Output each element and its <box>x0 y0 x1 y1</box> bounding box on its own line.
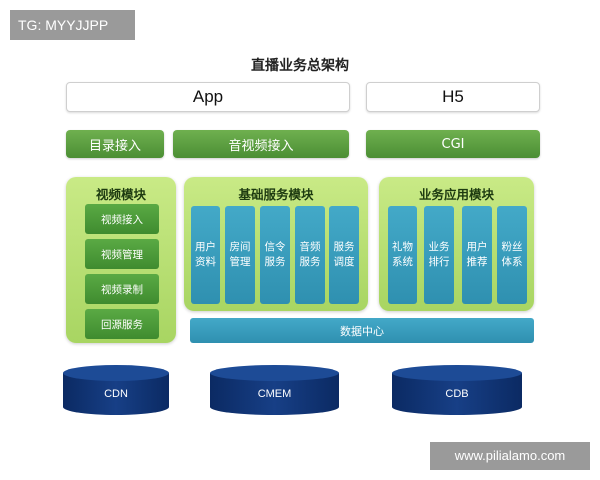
app-module-column: 粉丝 体系 <box>497 206 527 304</box>
cgi-access-bar: CGI <box>366 130 540 158</box>
app-module-column: 业务 排行 <box>424 206 454 304</box>
column-line: 系统 <box>392 256 413 268</box>
storage-label: CMEM <box>257 388 292 400</box>
app-module-column: 用户 推荐 <box>462 206 492 304</box>
cylinder-shape <box>63 365 169 415</box>
column-line: 礼物 <box>392 241 413 253</box>
cylinder-shape <box>392 365 522 415</box>
column-line: 服务 <box>299 256 321 268</box>
video-module-item: 回源服务 <box>85 309 159 339</box>
column-line: 排行 <box>428 256 450 268</box>
column-line: 服务 <box>333 241 355 253</box>
cdb-cylinder: CDB <box>391 364 523 416</box>
column-line: 体系 <box>501 256 523 268</box>
base-service-column: 音频 服务 <box>295 206 325 304</box>
column-line: 粉丝 <box>501 241 523 253</box>
column-line: 管理 <box>229 256 251 268</box>
storage-label: CDB <box>445 388 469 400</box>
app-box: App <box>66 82 350 112</box>
column-line: 用户 <box>466 241 488 253</box>
video-module-item: 视频接入 <box>85 204 159 234</box>
video-module-item: 视频录制 <box>85 274 159 304</box>
cylinder-shape <box>210 365 339 415</box>
video-module-item: 视频管理 <box>85 239 159 269</box>
base-service-column: 房间 管理 <box>225 206 255 304</box>
column-line: 调度 <box>333 256 355 268</box>
column-line: 资料 <box>195 256 216 268</box>
base-service-module: 基础服务模块 用户 资料 房间 管理 信令 服务 音频 服务 服务 调度 <box>184 177 368 311</box>
column-line: 用户 <box>195 241 216 253</box>
base-module-title: 基础服务模块 <box>238 187 314 202</box>
column-line: 音频 <box>299 241 321 253</box>
base-service-column: 服务 调度 <box>329 206 359 304</box>
app-module-title: 业务应用模块 <box>418 187 494 202</box>
column-line: 业务 <box>428 241 450 253</box>
column-line: 推荐 <box>466 256 488 268</box>
h5-box: H5 <box>366 82 540 112</box>
video-module-title: 视频模块 <box>95 187 146 202</box>
watermark-bottom-right: www.pilialamo.com <box>430 442 590 470</box>
watermark-top-left: TG: MYYJJPP <box>10 10 135 40</box>
column-line: 服务 <box>264 256 286 268</box>
cdn-cylinder: CDN <box>62 364 170 416</box>
av-access-bar: 音视频接入 <box>173 130 349 158</box>
column-line: 信令 <box>264 241 286 253</box>
base-service-column: 用户 资料 <box>191 206 220 304</box>
diagram-title: 直播业务总架构 <box>251 58 349 74</box>
base-service-column: 信令 服务 <box>260 206 290 304</box>
catalog-access-bar: 目录接入 <box>66 130 164 158</box>
video-module: 视频模块 视频接入 视频管理 视频录制 回源服务 <box>66 177 176 343</box>
app-module-column: 礼物 系统 <box>388 206 417 304</box>
storage-label: CDN <box>104 388 128 400</box>
data-center-bar: 数据中心 <box>190 318 534 343</box>
cmem-cylinder: CMEM <box>209 364 340 416</box>
business-app-module: 业务应用模块 礼物 系统 业务 排行 用户 推荐 粉丝 体系 <box>379 177 534 311</box>
column-line: 房间 <box>229 241 251 253</box>
